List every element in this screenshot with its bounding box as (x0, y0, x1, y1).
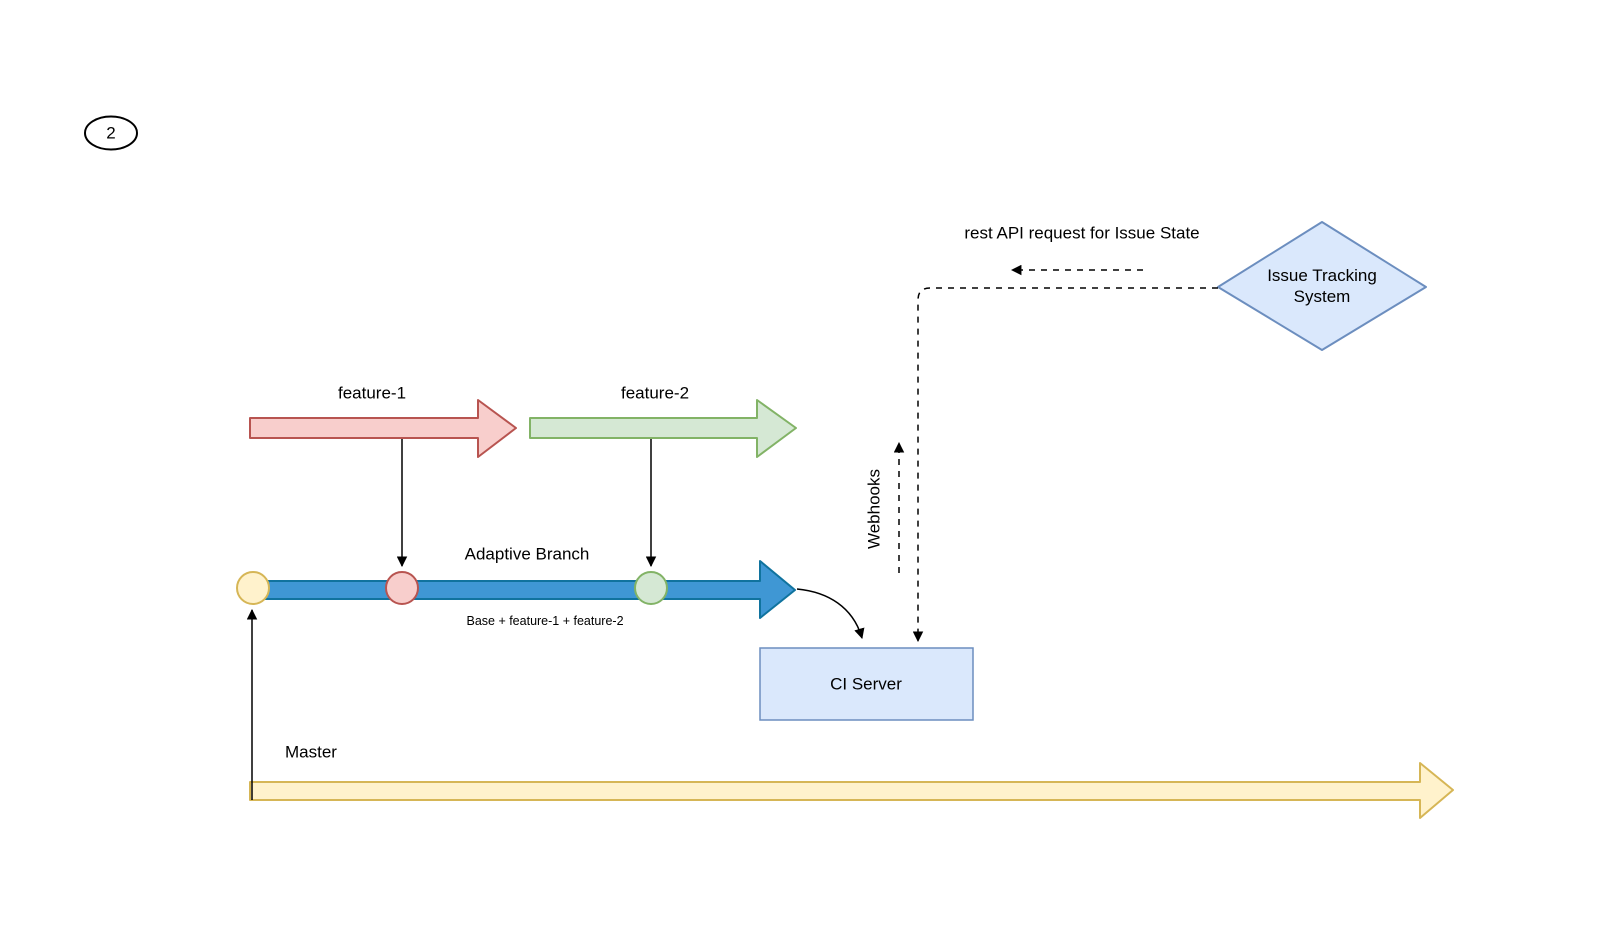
issue-tracking-diamond (1217, 221, 1427, 351)
feature1-commit-circle (385, 571, 419, 605)
feature2-branch-label: feature-2 (620, 383, 690, 403)
feature1-branch-label: feature-1 (337, 383, 407, 403)
issue-tracker-to-ci-dashed-arrow (912, 287, 1218, 643)
adaptive-branch-sublabel: Base + feature-1 + feature-2 (466, 614, 624, 629)
feature2-commit-circle (634, 571, 668, 605)
rest-api-request-label: rest API request for Issue State (964, 223, 1200, 243)
master-branch-arrow (249, 762, 1454, 819)
feature2-branch-arrow (529, 399, 797, 458)
step-badge-number: 2 (106, 123, 116, 143)
webhooks-label: Webhooks (864, 468, 884, 550)
issue-tracking-label: Issue Tracking System (1267, 265, 1377, 306)
step-badge-ellipse (84, 115, 138, 151)
adaptive-branch-label: Adaptive Branch (464, 544, 590, 564)
feature1-branch-arrow (249, 399, 517, 458)
base-commit-circle (236, 571, 270, 605)
master-branch-label: Master (285, 742, 337, 762)
adaptive-branch-arrow (249, 560, 796, 619)
ci-server-label: CI Server (830, 674, 902, 694)
ci-server-box (759, 647, 974, 721)
branch-to-ci-arrow (796, 588, 865, 640)
